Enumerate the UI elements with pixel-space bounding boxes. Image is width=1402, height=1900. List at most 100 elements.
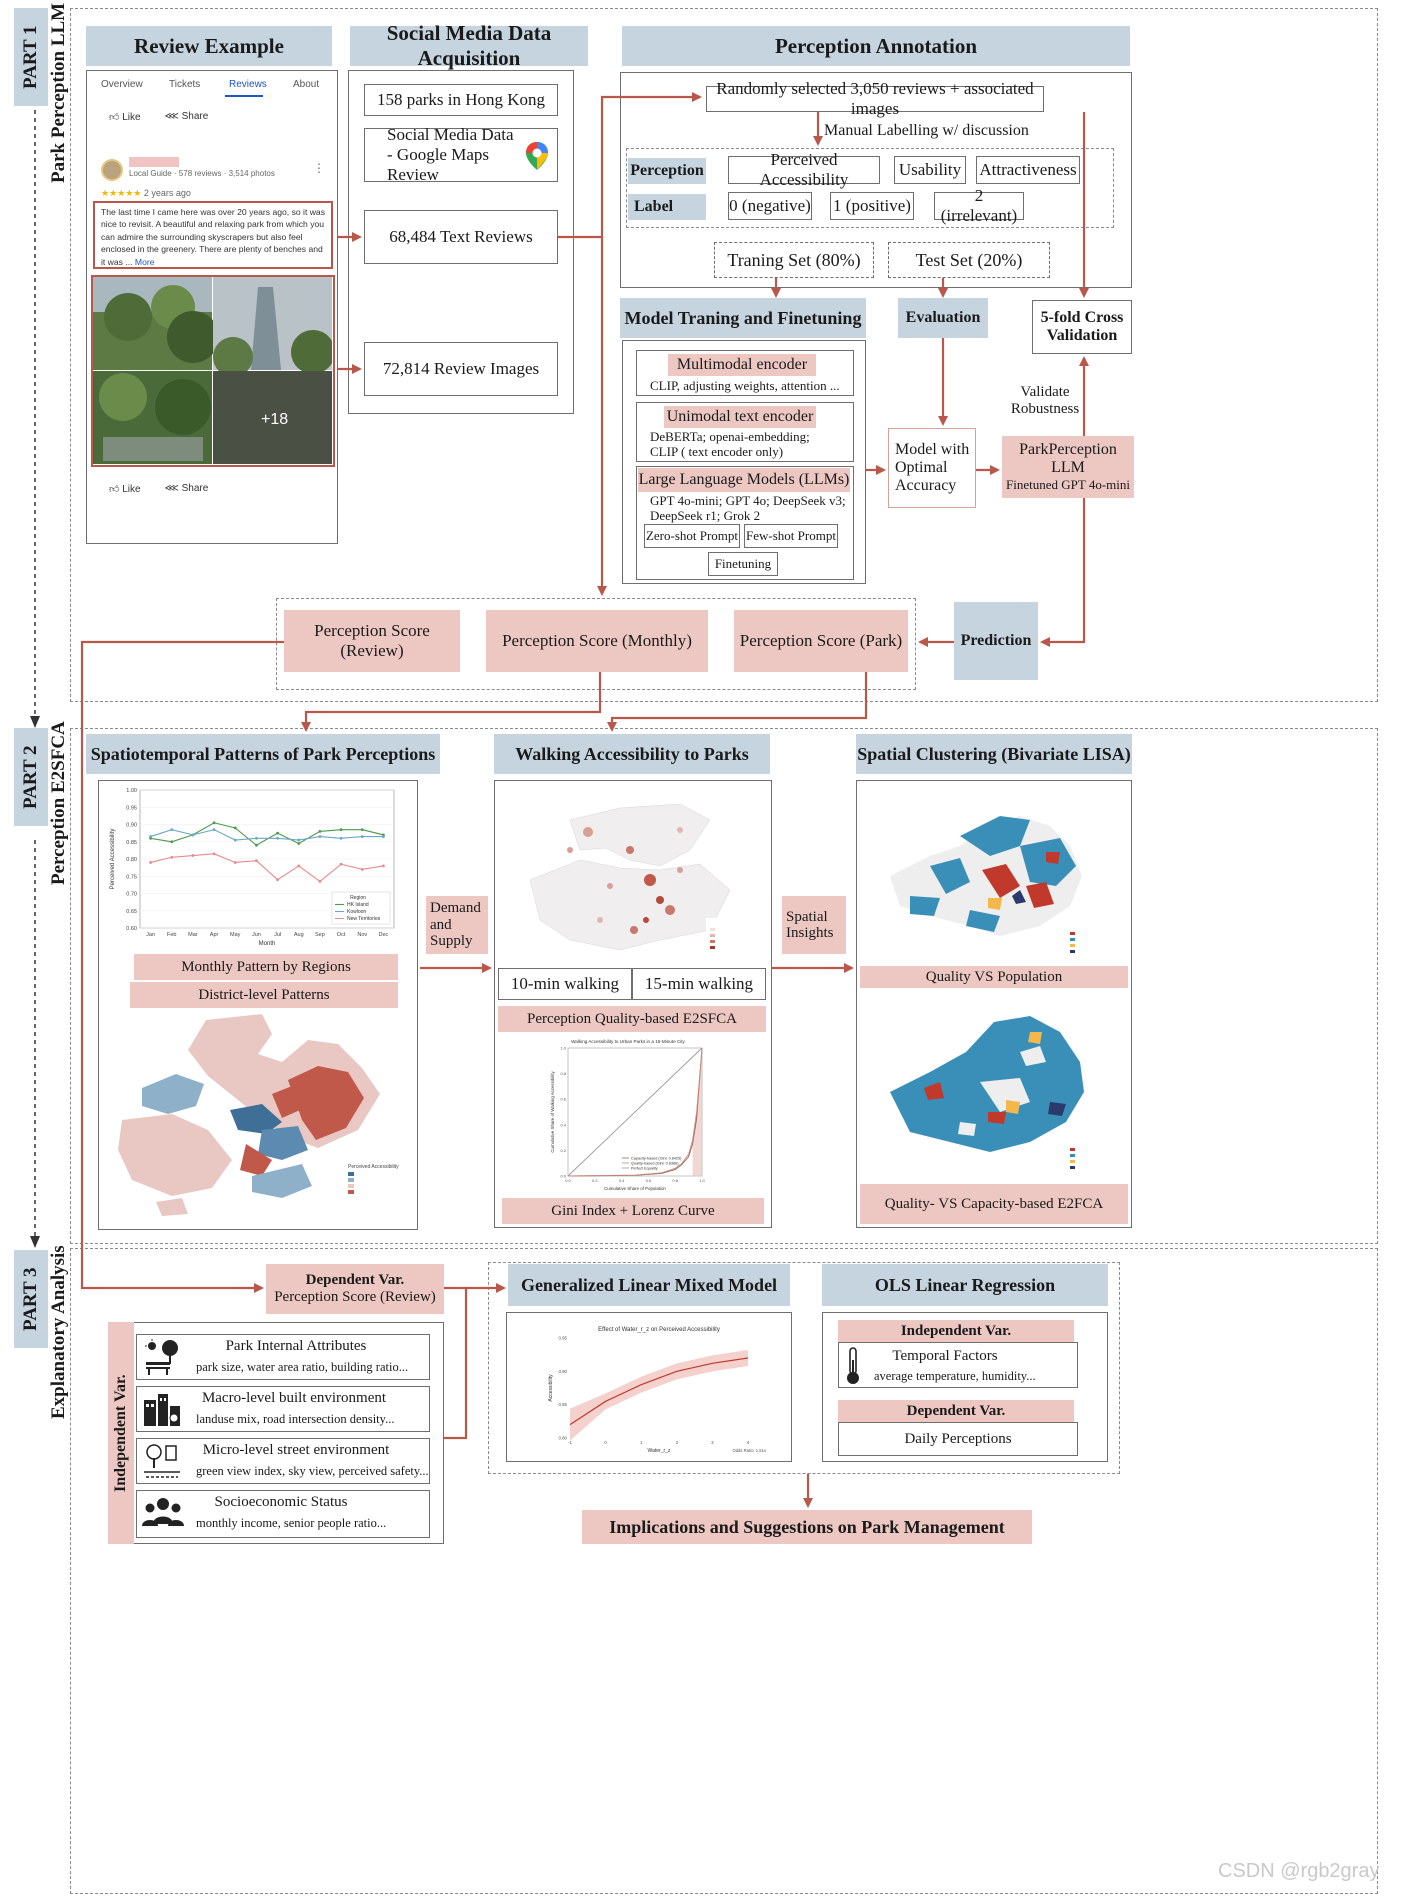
unimodal-title: Unimodal text encoder: [664, 406, 816, 428]
share-button[interactable]: ⋘ Share: [164, 111, 209, 122]
dependent-var: Dependent Var. Perception Score (Review): [266, 1264, 444, 1314]
people-group-icon: [142, 1498, 184, 1526]
data-point: [276, 878, 279, 882]
x-tick-label: Dec: [379, 932, 389, 938]
review-photos-frame: +18: [91, 275, 335, 467]
bottom-actions: 👍︎ Like ⋘ Share: [109, 483, 208, 495]
lisa-header: Spatial Clustering (Bivariate LISA): [856, 734, 1132, 774]
odds-ratio-note: Odds Ratio: 1.51x: [732, 1448, 766, 1453]
district-pattern-label: District-level Patterns: [130, 982, 398, 1008]
thumbs-up-icon: 👍︎: [109, 484, 120, 495]
google-maps-pin-icon: [526, 142, 548, 170]
walking-accessibility-map: [529, 803, 754, 958]
ols-header: OLS Linear Regression: [822, 1264, 1108, 1306]
park-attributes-title: Park Internal Attributes: [225, 1338, 367, 1354]
photo-count[interactable]: +18: [261, 411, 289, 428]
monthly-pattern-label: Monthly Pattern by Regions: [134, 954, 398, 980]
ols-dep-box: Daily Perceptions: [838, 1422, 1078, 1456]
text-reviews-box: 68,484 Text Reviews: [364, 210, 558, 264]
y-tick-label: 0.75: [126, 874, 137, 880]
x-tick-label: 0.6: [646, 1178, 652, 1183]
data-point: [149, 861, 152, 864]
tab-overview[interactable]: Overview: [101, 79, 143, 90]
data-point: [360, 828, 364, 832]
share-button-bottom[interactable]: ⋘ Share: [164, 483, 209, 494]
park-bench-icon: [145, 1339, 178, 1375]
top-actions: 👍︎ Like ⋘ Share: [109, 111, 208, 123]
ols-dep-title: Dependent Var.: [838, 1400, 1074, 1422]
data-point: [297, 838, 301, 842]
x-tick-label: 1.0: [699, 1178, 705, 1183]
implications: Implications and Suggestions on Park Man…: [582, 1510, 1032, 1544]
gini-label: Gini Index + Lorenz Curve: [502, 1198, 764, 1224]
x-tick-label: Oct: [337, 932, 346, 938]
llm-title: Large Language Models (LLMs): [638, 468, 850, 492]
indep-micro-environment: [136, 1438, 430, 1484]
data-point: [318, 830, 322, 833]
demand-supply: Demand and Supply: [426, 896, 488, 954]
unimodal-desc: DeBERTa; openai-embedding; CLIP ( text e…: [650, 429, 810, 459]
like-button-bottom[interactable]: 👍︎ Like: [109, 484, 141, 495]
more-link[interactable]: More: [134, 256, 155, 267]
lisa-map-quality-capacity: [890, 1016, 1110, 1174]
data-point: [170, 855, 174, 859]
legend-entry: New Territories: [347, 916, 381, 922]
x-tick-label: 2: [676, 1440, 679, 1445]
optimal-model: Model with Optimal Accuracy: [888, 428, 976, 508]
x-axis-label: Cumulative Share of Population: [604, 1186, 666, 1191]
ols-indep-box: [838, 1342, 1078, 1388]
x-tick-label: Jun: [252, 932, 261, 938]
more-options-icon[interactable]: ⋮: [313, 161, 325, 175]
score-park: Perception Score (Park): [734, 610, 908, 672]
x-tick-label: 4: [747, 1440, 750, 1445]
legend-entry: Quality-based (Gini: 0.8386): [631, 1161, 679, 1165]
ols-indep-sub: average temperature, humidity...: [874, 1369, 1036, 1383]
prediction: Prediction: [954, 602, 1038, 680]
few-shot-prompt: Few-shot Prompt: [744, 524, 838, 548]
like-button[interactable]: 👍︎ Like: [109, 112, 141, 123]
x-tick-label: 0.2: [592, 1178, 598, 1183]
glmm-effect-chart: Effect of Water_r_z on Perceived Accessi…: [548, 1327, 767, 1454]
y-tick-label: 1.00: [126, 788, 137, 794]
avatar: [101, 159, 123, 181]
part1-title: Park Perception LLM: [48, 2, 69, 184]
thermometer-icon: [847, 1347, 859, 1384]
tab-tickets[interactable]: Tickets: [169, 79, 201, 90]
data-point: [255, 836, 258, 840]
part3-tag: PART 3: [14, 1250, 48, 1348]
review-time: 2 years ago: [143, 188, 191, 198]
tab-about[interactable]: About: [293, 79, 320, 90]
review-example-card: Overview Tickets Reviews About 👍︎ Like ⋘…: [86, 70, 338, 544]
tab-active-underline: [225, 95, 263, 97]
llm-desc: GPT 4o-mini; GPT 4o; DeepSeek v3; DeepSe…: [650, 493, 846, 523]
zero-shot-prompt: Zero-shot Prompt: [644, 524, 740, 548]
model-training-header: Model Traning and Finetuning: [620, 298, 866, 338]
star-rating: ★★★★★ 2 years ago: [101, 188, 191, 198]
y-tick-label: 0.2: [560, 1148, 566, 1153]
tab-reviews[interactable]: Reviews: [229, 79, 267, 90]
data-point: [255, 843, 258, 847]
e2sfca-label: Perception Quality-based E2SFCA: [498, 1006, 766, 1032]
x-tick-label: Jan: [146, 932, 155, 938]
data-point: [360, 867, 364, 871]
data-point: [339, 862, 343, 866]
x-tick-label: Mar: [188, 932, 198, 938]
y-tick-label: 0.95: [126, 805, 137, 811]
y-tick-label: 0.85: [126, 840, 137, 846]
data-point: [255, 859, 258, 863]
walking-15min-tab[interactable]: 15-min walking: [632, 968, 766, 1000]
parkperception-llm: ParkPerception LLM Finetuned GPT 4o-mini: [1002, 436, 1134, 498]
models-frame: [488, 1262, 1120, 1474]
ols-indep-item: Temporal Factors: [892, 1348, 998, 1364]
x-tick-label: May: [230, 932, 241, 938]
walking-10min-tab[interactable]: 10-min walking: [498, 968, 632, 1000]
perception-row-label: Perception: [628, 158, 706, 184]
y-tick-label: 0.0: [560, 1174, 566, 1179]
part-progression-line: [30, 110, 40, 1248]
part3-frame: [70, 1248, 1378, 1894]
x-tick-label: 0: [604, 1440, 607, 1445]
google-maps-box: Social Media Data - Google Maps Review: [364, 125, 558, 184]
training-set: Traning Set (80%): [714, 242, 874, 278]
micro-environment-title: Micro-level street environment: [202, 1442, 390, 1458]
